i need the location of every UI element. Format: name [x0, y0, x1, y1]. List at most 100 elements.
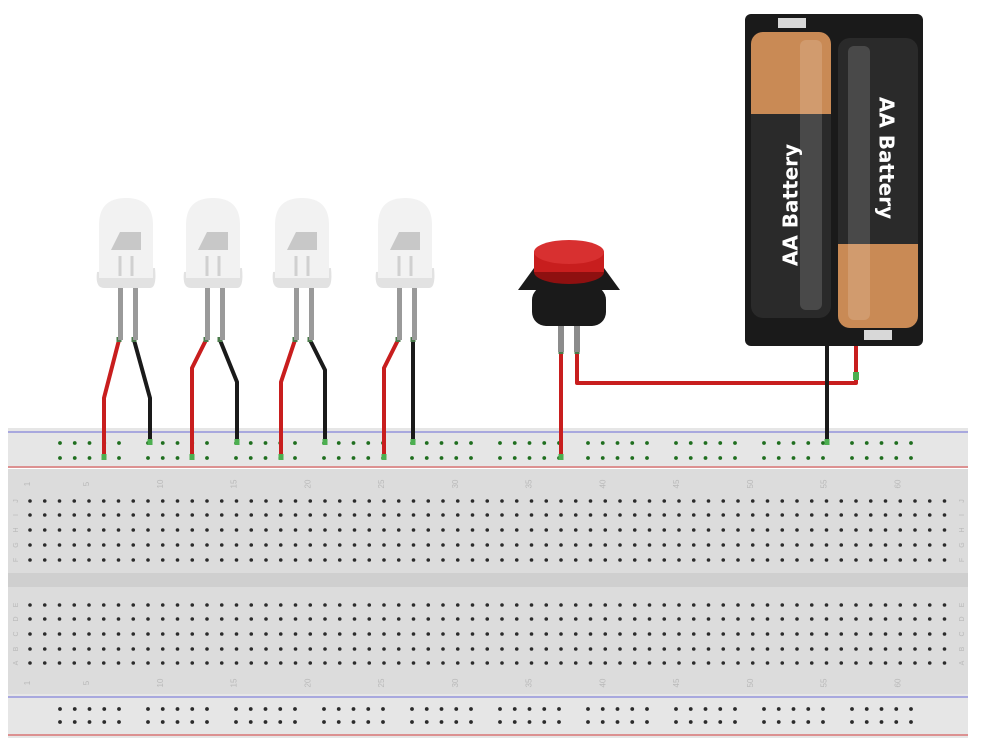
- power-rail-hole: [733, 707, 737, 711]
- power-rail-hole: [703, 456, 708, 460]
- breadboard-hole: [175, 513, 180, 517]
- led2-cathode-wire: [218, 338, 239, 445]
- breadboard-hole: [42, 661, 47, 665]
- power-rail-hole: [894, 720, 899, 724]
- power-rail-hole: [234, 720, 238, 724]
- row-letter: H: [13, 527, 20, 532]
- breadboard-hole: [839, 647, 844, 651]
- breadboard-hole: [160, 528, 165, 532]
- breadboard-hole: [72, 603, 77, 607]
- breadboard-hole: [632, 528, 637, 532]
- breadboard-hole: [839, 528, 844, 532]
- column-number: 15: [230, 479, 239, 488]
- breadboard-hole: [411, 661, 416, 665]
- breadboard-hole: [367, 513, 372, 517]
- breadboard-hole: [175, 528, 180, 532]
- breadboard-hole: [588, 543, 593, 547]
- breadboard-hole: [721, 647, 726, 651]
- breadboard-hole: [514, 543, 519, 547]
- battery-cell-right-label: AA Battery: [875, 97, 899, 219]
- power-rail-hole: [733, 456, 737, 460]
- led-4: [375, 198, 435, 340]
- breadboard-hole: [647, 617, 652, 621]
- wires: [101, 337, 859, 460]
- breadboard-hole: [470, 513, 475, 517]
- power-rail-hole: [366, 441, 371, 445]
- breadboard-hole: [470, 661, 475, 665]
- breadboard-hole: [809, 543, 814, 547]
- breadboard-hole: [839, 661, 844, 665]
- row-letter: C: [959, 631, 966, 636]
- power-rail-hole: [806, 441, 811, 445]
- breadboard-hole: [396, 603, 401, 607]
- breadboard-hole: [883, 603, 888, 607]
- breadboard-hole: [234, 528, 239, 532]
- breadboard-hole: [28, 543, 32, 547]
- breadboard-hole: [352, 513, 357, 517]
- power-rail-hole: [87, 707, 92, 711]
- breadboard-hole: [721, 603, 726, 607]
- breadboard-hole: [485, 617, 490, 621]
- power-rail-hole: [600, 707, 605, 711]
- breadboard-hole: [337, 603, 342, 607]
- power-rail-hole: [864, 720, 869, 724]
- breadboard-hole: [190, 499, 195, 503]
- breadboard-hole: [146, 617, 150, 621]
- battery-terminal-top: [778, 18, 806, 28]
- breadboard-hole: [323, 647, 327, 651]
- breadboard-hole: [323, 632, 327, 636]
- breadboard-hole: [57, 603, 62, 607]
- breadboard-hole: [706, 528, 711, 532]
- breadboard-hole: [382, 543, 386, 547]
- breadboard-hole: [426, 558, 431, 562]
- breadboard-hole: [603, 632, 608, 636]
- power-rail-hole: [278, 707, 283, 711]
- breadboard-hole: [190, 661, 195, 665]
- breadboard-hole: [868, 603, 873, 607]
- power-rail-hole: [454, 456, 459, 460]
- breadboard-hole: [662, 661, 667, 665]
- breadboard-hole: [175, 603, 180, 607]
- breadboard-hole: [544, 513, 549, 517]
- breadboard-hole: [942, 528, 947, 532]
- power-rail-hole: [909, 707, 913, 711]
- breadboard-hole: [883, 528, 888, 532]
- breadboard-hole: [249, 647, 254, 651]
- power-rail-hole: [439, 441, 444, 445]
- breadboard-hole: [500, 513, 504, 517]
- breadboard-hole: [721, 513, 726, 517]
- breadboard-hole: [455, 632, 460, 636]
- breadboard-hole: [573, 617, 578, 621]
- breadboard-hole: [854, 558, 858, 562]
- power-rail-hole: [586, 707, 590, 711]
- breadboard-hole: [87, 647, 91, 651]
- breadboard-hole: [573, 647, 578, 651]
- breadboard-hole: [839, 499, 844, 503]
- power-rail-hole: [263, 707, 268, 711]
- power-rail-hole: [527, 456, 532, 460]
- breadboard-hole: [706, 499, 711, 503]
- breadboard-hole: [721, 558, 726, 562]
- breadboard-hole: [455, 513, 460, 517]
- power-rail-hole: [894, 707, 899, 711]
- power-rail-hole: [336, 441, 341, 445]
- breadboard-hole: [500, 558, 504, 562]
- breadboard-hole: [337, 543, 342, 547]
- power-rail-hole: [72, 456, 77, 460]
- power-rail-hole: [791, 456, 796, 460]
- breadboard-hole: [839, 617, 844, 621]
- breadboard-hole: [603, 513, 608, 517]
- breadboard-hole: [308, 617, 313, 621]
- breadboard-hole: [559, 632, 563, 636]
- breadboard-hole: [485, 647, 490, 651]
- breadboard-hole: [647, 528, 652, 532]
- breadboard-hole: [426, 499, 431, 503]
- breadboard-hole: [618, 513, 622, 517]
- breadboard-hole: [632, 558, 637, 562]
- power-rail-hole: [366, 456, 371, 460]
- breadboard-hole: [706, 632, 711, 636]
- breadboard-hole: [205, 543, 209, 547]
- breadboard-hole: [691, 617, 696, 621]
- breadboard-hole: [765, 603, 770, 607]
- column-number: 20: [303, 479, 312, 488]
